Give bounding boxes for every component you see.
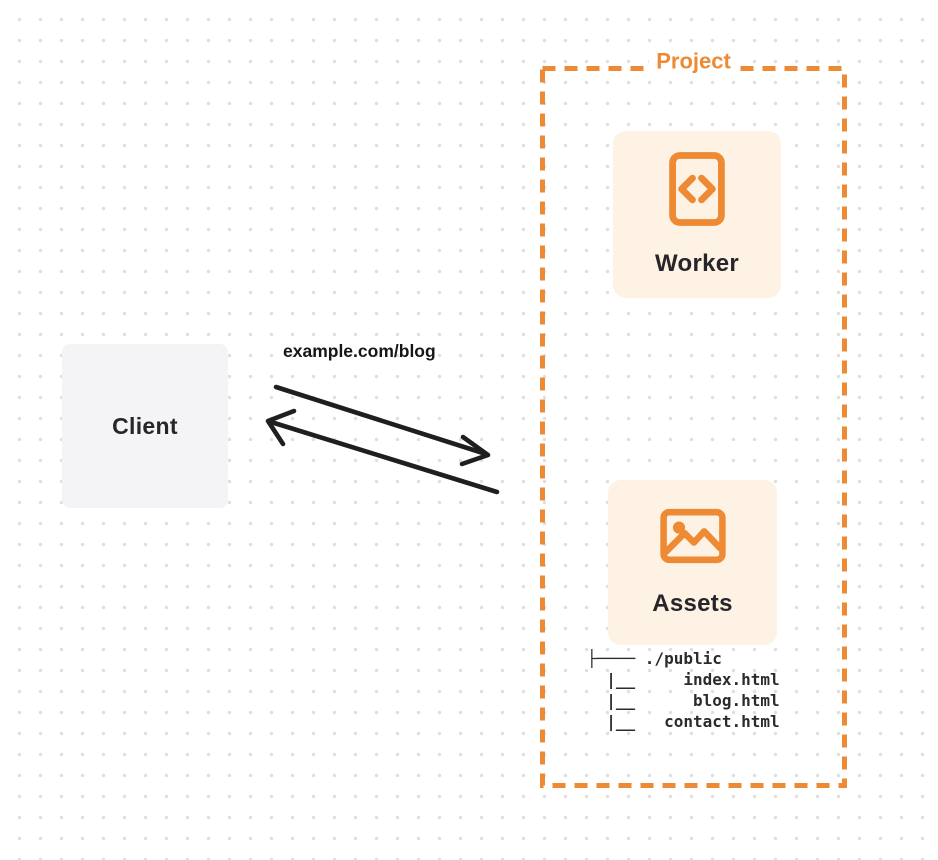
client-box: Client: [62, 344, 228, 508]
assets-file-tree: ├──── ./public |__ index.html |__ blog.h…: [587, 649, 780, 731]
response-arrow: [265, 408, 500, 495]
worker-card: Worker: [613, 131, 781, 298]
image-icon: [659, 508, 726, 563]
assets-card: Assets: [608, 480, 777, 645]
request-arrow: [273, 384, 491, 467]
worker-label: Worker: [654, 250, 740, 277]
assets-label: Assets: [652, 589, 733, 617]
project-container: Project Worker Assets ├──── ./public |__…: [540, 48, 847, 788]
code-file-icon: [669, 152, 725, 226]
client-label: Client: [112, 412, 178, 439]
request-url-label: example.com/blog: [283, 341, 436, 361]
project-dashed-border: [540, 66, 847, 788]
project-title: Project: [648, 48, 739, 75]
